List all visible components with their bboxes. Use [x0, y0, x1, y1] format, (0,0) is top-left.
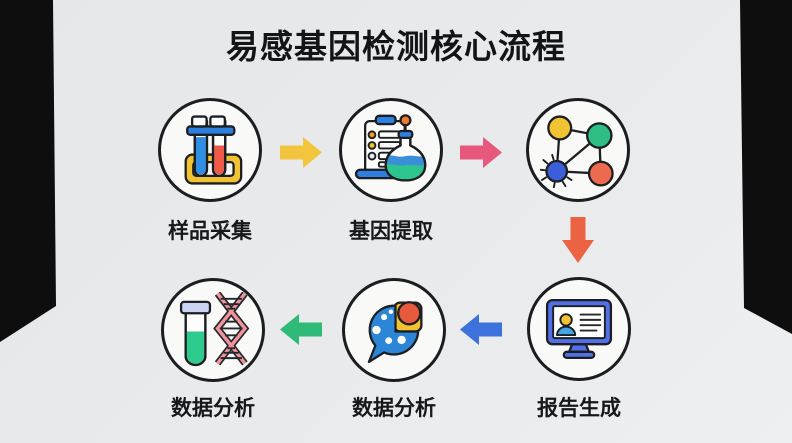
node-label-data-analysis-chat: 数据分析: [352, 397, 436, 420]
clipboard-flask-icon: [354, 114, 427, 182]
flow-arrow-down-3: [562, 217, 594, 263]
left-black-corner-shape: [0, 0, 56, 342]
arrow-shape: [460, 314, 502, 345]
node-label-sample-collection: 样品采集: [168, 220, 252, 243]
node-report-generation: [527, 277, 631, 381]
flow-arrow-left-5: [280, 314, 322, 345]
node-sample-collection: [158, 98, 262, 202]
arrow-shape: [460, 137, 502, 168]
report-monitor-icon: [545, 298, 613, 360]
node-label-gene-extraction: 基因提取: [349, 220, 433, 243]
node-gene-network: [526, 98, 630, 202]
arrow-shape: [562, 217, 594, 263]
flow-arrow-right-2: [460, 137, 502, 168]
node-label-data-analysis-dna: 数据分析: [171, 397, 255, 420]
arrow-shape: [280, 314, 322, 345]
arrow-shape: [280, 137, 322, 168]
test-tube-dna-icon: [179, 292, 250, 367]
chat-pie-chart-icon: [367, 301, 423, 364]
flow-arrow-left-4: [460, 314, 502, 345]
node-data-analysis-dna: [161, 278, 265, 382]
right-black-corner-shape: [740, 0, 792, 334]
node-gene-extraction: [339, 98, 443, 202]
node-label-report-generation: 报告生成: [537, 397, 621, 420]
flow-arrow-right-1: [280, 137, 322, 168]
page-title: 易感基因检测核心流程: [226, 28, 566, 65]
molecule-network-icon: [540, 115, 614, 188]
node-data-analysis-chat: [342, 278, 446, 382]
test-tube-rack-icon: [184, 115, 243, 185]
